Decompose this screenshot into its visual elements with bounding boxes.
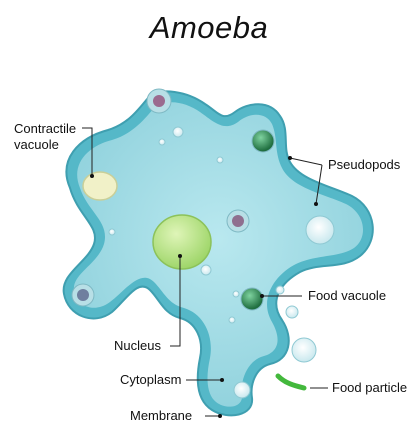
nucleus [153, 215, 211, 269]
cytoplasm [74, 102, 363, 406]
label-contractile-vacuole: Contractile vacuole [14, 121, 76, 153]
label-nucleus: Nucleus [114, 338, 161, 354]
label-membrane: Membrane [130, 408, 192, 424]
contractile-vacuole [83, 172, 117, 200]
label-pseudopods: Pseudopods [328, 157, 400, 173]
food-particle [278, 376, 304, 388]
label-cytoplasm: Cytoplasm [120, 372, 181, 388]
label-food-particle: Food particle [332, 380, 407, 396]
label-food-vacuole: Food vacuole [308, 288, 386, 304]
